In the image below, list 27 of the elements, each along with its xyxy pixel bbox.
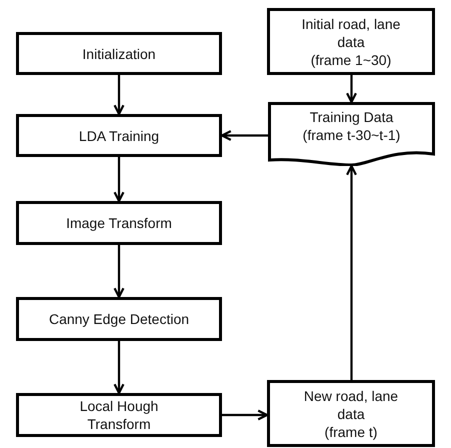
document-shape — [268, 102, 435, 166]
arrow — [346, 164, 357, 380]
process-box — [16, 297, 222, 341]
node-text: Local Hough Transform — [78, 397, 160, 433]
process-box — [16, 114, 222, 157]
process-box — [267, 8, 435, 75]
node-text: Initial road, lane data — [300, 14, 402, 50]
arrow — [114, 157, 124, 202]
node-text: (frame t) — [324, 422, 378, 440]
process-box — [16, 201, 222, 245]
node-text: Canny Edge Detection — [48, 310, 190, 328]
node-text: (frame t-30~t-1) — [302, 126, 400, 144]
arrow — [220, 130, 268, 141]
node-text: New road, lane data — [302, 386, 400, 422]
node-text: Image Transform — [66, 214, 172, 232]
arrow — [114, 75, 124, 116]
process-box — [16, 393, 222, 437]
node-text: LDA Training — [78, 126, 160, 144]
node-text: (frame 1~30) — [310, 50, 392, 68]
process-box — [267, 380, 435, 447]
arrow — [222, 410, 268, 420]
arrow — [114, 245, 124, 298]
process-box — [16, 32, 222, 75]
arrow — [346, 75, 357, 104]
node-text: Initialization — [82, 44, 156, 62]
arrow — [114, 341, 124, 394]
node-text: Training Data — [310, 108, 394, 126]
